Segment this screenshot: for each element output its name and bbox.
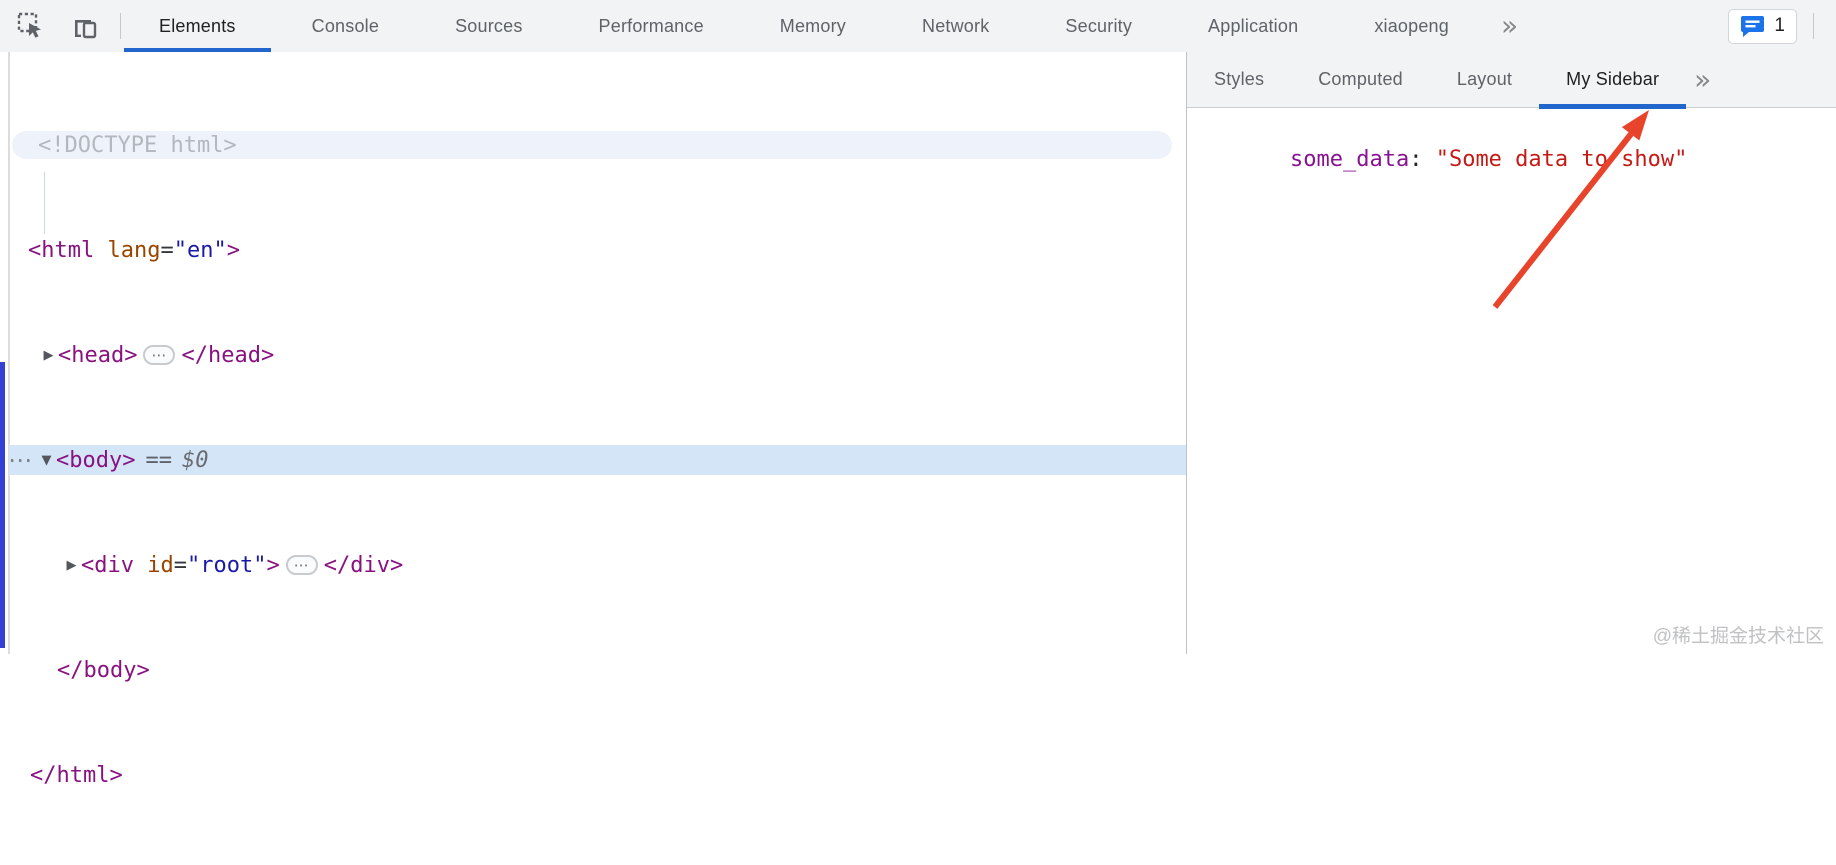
row-menu-dots-icon[interactable]: ⋯	[8, 446, 32, 474]
my-sidebar-content: some_data: "Some data to show"	[1187, 108, 1836, 197]
inspect-cursor-icon[interactable]	[16, 11, 46, 41]
sidebar-tab-bar: Styles Computed Layout My Sidebar »	[1187, 52, 1836, 109]
doctype-hover-highlight	[12, 131, 1172, 159]
head-close-tag: </head>	[181, 342, 275, 368]
dom-tree: <!DOCTYPE html> <html lang="en"> ▶ <head…	[0, 55, 1186, 865]
tab-memory[interactable]: Memory	[779, 15, 846, 36]
html-open-tag: <html	[28, 237, 108, 263]
console-messages-icon	[1740, 15, 1765, 38]
tree-row-head[interactable]: ▶ <head> ⋯ </head>	[0, 340, 1186, 370]
tab-console[interactable]: Console	[311, 15, 380, 36]
body-open-tag: <body>	[56, 447, 136, 473]
head-open-tag: <head>	[58, 342, 138, 368]
sidebar-more-tabs-icon[interactable]: »	[1694, 62, 1712, 96]
div-attr-name: id	[147, 552, 174, 578]
tree-row-div-root[interactable]: ▶ <div id="root"> ⋯ </div>	[0, 550, 1186, 580]
tree-row-body-selected[interactable]: ⋯ ▼ <body> == $0	[0, 445, 1186, 475]
toolbar-icons	[0, 11, 120, 41]
ellipsis-expand-button[interactable]: ⋯	[285, 555, 318, 575]
data-colon: :	[1409, 147, 1436, 172]
tree-row-doctype[interactable]: <!DOCTYPE html>	[0, 130, 1186, 160]
watermark: @稀土掘金技术社区	[1652, 626, 1824, 647]
data-value: "Some data to show"	[1435, 147, 1688, 172]
tab-performance[interactable]: Performance	[598, 15, 704, 36]
tree-row-html-open[interactable]: <html lang="en">	[0, 235, 1186, 265]
left-blue-bar	[0, 362, 5, 648]
chevron-right-icon[interactable]: ▶	[43, 347, 54, 363]
div-close-tag: </div>	[323, 552, 404, 578]
tab-network[interactable]: Network	[922, 15, 990, 36]
equals-equals-token: ==	[145, 447, 172, 473]
dollar-zero-token: $0	[181, 447, 209, 473]
styles-sidebar-panel: Styles Computed Layout My Sidebar » some…	[1187, 52, 1836, 654]
ellipsis-expand-button[interactable]: ⋯	[143, 345, 176, 365]
chevron-down-icon[interactable]: ▼	[41, 452, 52, 468]
panel-split-divider[interactable]	[1186, 52, 1187, 654]
html-attr-eq: =	[160, 237, 174, 263]
device-toolbar-icon[interactable]	[70, 11, 100, 41]
more-tabs-icon[interactable]: »	[1500, 9, 1519, 42]
tab-security[interactable]: Security	[1065, 15, 1133, 36]
elements-panel: <!DOCTYPE html> <html lang="en"> ▶ <head…	[0, 52, 1186, 788]
div-open-tag: <div	[81, 552, 148, 578]
tab-elements[interactable]: Elements	[121, 0, 274, 52]
indent-guide-line	[44, 172, 45, 234]
div-attr-eq: =	[173, 552, 187, 578]
div-attr-value: "root"	[186, 552, 267, 578]
console-messages-count: 1	[1774, 15, 1785, 36]
div-open-gt: >	[266, 552, 280, 578]
html-close-tag: </html>	[30, 762, 123, 788]
console-messages-badge[interactable]: 1	[1728, 8, 1797, 44]
html-attr-value: "en"	[173, 237, 227, 263]
toolbar-divider	[120, 13, 121, 39]
tab-xiaopeng[interactable]: xiaopeng	[1374, 15, 1449, 36]
body-close-tag: </body>	[57, 657, 150, 683]
devtools-toolbar: Elements Console Sources Performance Mem…	[0, 0, 1836, 52]
tab-my-sidebar[interactable]: My Sidebar	[1539, 52, 1687, 109]
data-key[interactable]: some_data	[1289, 147, 1410, 172]
tree-row-body-close[interactable]: </body>	[0, 655, 1186, 685]
html-open-gt: >	[226, 237, 240, 263]
tree-row-html-close[interactable]: </html>	[0, 760, 1186, 790]
doctype-token: <!DOCTYPE html>	[38, 132, 237, 158]
tab-application[interactable]: Application	[1208, 15, 1299, 36]
panel-left-border	[8, 52, 10, 654]
tab-styles[interactable]: Styles	[1214, 69, 1265, 89]
tab-computed[interactable]: Computed	[1318, 69, 1403, 89]
chevron-right-icon[interactable]: ▶	[66, 557, 77, 573]
tab-layout[interactable]: Layout	[1456, 69, 1513, 89]
html-attr-name: lang	[107, 237, 161, 263]
tab-sources[interactable]: Sources	[455, 15, 523, 36]
selected-row-highlight	[9, 445, 1186, 475]
toolbar-right-divider	[1813, 13, 1814, 39]
